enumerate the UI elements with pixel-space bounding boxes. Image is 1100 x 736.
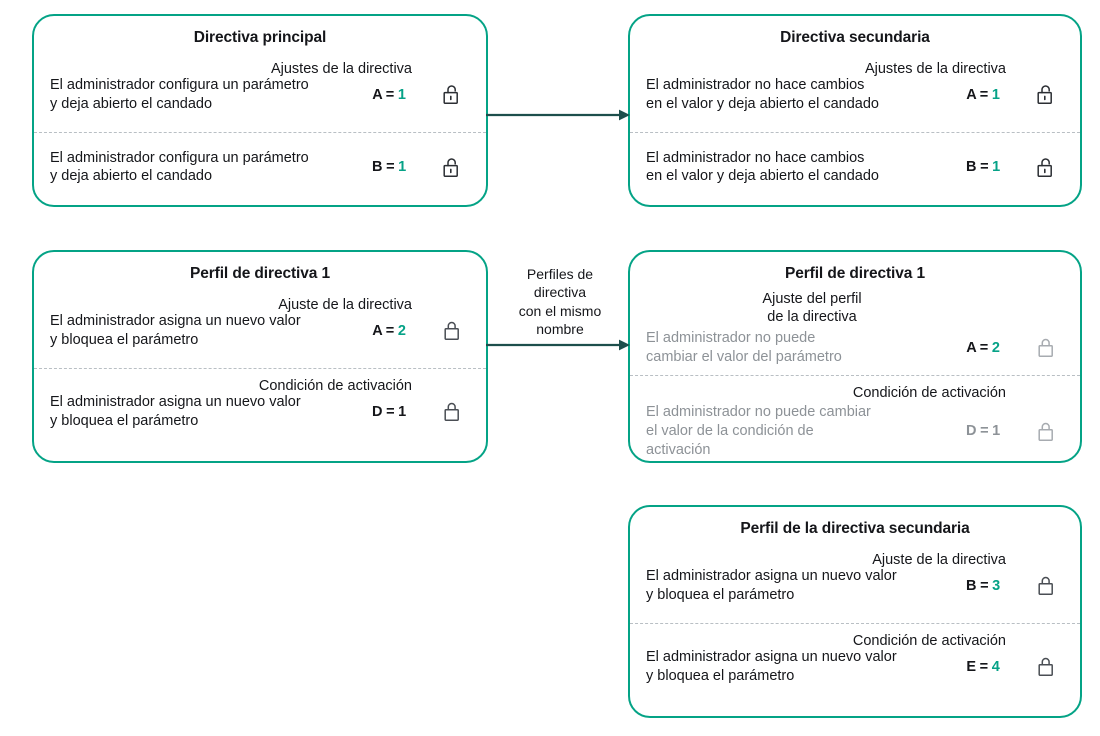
value-number: 1 [992, 423, 1001, 440]
lock-open-icon [1026, 84, 1066, 105]
row-value: B = 3 [940, 578, 1026, 594]
row-description: El administrador no hace cambios en el v… [646, 77, 879, 112]
card-policy-profile-1-left: Perfil de directiva 1 Ajuste de la direc… [32, 250, 488, 463]
lock-closed-icon [1026, 337, 1066, 358]
row-header: Ajustes de la directiva [864, 60, 1006, 77]
value-key: A [372, 86, 382, 103]
row-value: E = 4 [940, 659, 1026, 675]
value-sep: = [381, 322, 398, 339]
table-row: Condición de activación El administrador… [630, 622, 1080, 714]
row-description: El administrador configura un parámetro … [50, 149, 309, 185]
card-rows: Ajuste de la directiva El administrador … [34, 296, 486, 459]
row-value: A = 1 [346, 87, 432, 103]
value-sep: = [975, 339, 992, 356]
card-rows: Ajustes de la directiva El administrador… [630, 60, 1080, 207]
row-value: A = 1 [940, 87, 1026, 103]
table-row: Condición de activación El administrador… [34, 367, 486, 459]
table-row: Ajustes de la directiva El administrador… [34, 60, 486, 132]
value-number: 2 [397, 322, 406, 339]
value-number: 1 [991, 86, 1000, 103]
row-header: Ajuste de la directiva [278, 296, 412, 313]
value-key: B [965, 577, 977, 594]
value-key: D [371, 403, 383, 420]
card-rows: Ajustes de la directiva El administrador… [34, 60, 486, 207]
card-rows: Ajuste de la directiva El administrador … [630, 551, 1080, 714]
row-description: El administrador no hace cambios en el v… [646, 149, 879, 185]
arrow-profile-to-profile [486, 338, 632, 352]
row-value: B = 1 [346, 159, 432, 175]
row-value: A = 2 [940, 340, 1026, 356]
card-title: Directiva principal [193, 29, 327, 46]
value-number: 2 [991, 339, 1000, 356]
table-row: El administrador configura un parámetro … [34, 131, 486, 207]
value-sep: = [975, 86, 992, 103]
value-sep: = [381, 86, 398, 103]
row-description: El administrador asigna un nuevo valor y… [50, 394, 301, 429]
value-sep: = [976, 159, 993, 176]
row-header: Ajuste de la directiva [872, 551, 1006, 568]
lock-open-icon [432, 84, 472, 105]
row-description: El administrador no puede cambiar el val… [646, 404, 871, 458]
card-primary-policy: Directiva principal Ajustes de la direct… [32, 14, 488, 207]
card-secondary-policy: Directiva secundaria Ajustes de la direc… [628, 14, 1082, 207]
value-number: 1 [992, 159, 1001, 176]
value-number: 1 [398, 403, 407, 420]
row-description: El administrador asigna un nuevo valor y… [646, 649, 897, 684]
lock-closed-icon [1026, 656, 1066, 677]
lock-closed-icon [432, 320, 472, 341]
table-row: Ajuste del perfil de la directiva El adm… [630, 290, 1080, 375]
value-key: D [965, 423, 977, 440]
value-number: 1 [397, 86, 406, 103]
arrow-profile-to-profile-label: Perfiles de directiva con el mismo nombr… [518, 266, 602, 338]
row-header: Condición de activación [852, 384, 1006, 401]
row-header: Condición de activación [258, 377, 412, 394]
value-sep: = [976, 423, 993, 440]
table-row: Ajuste de la directiva El administrador … [34, 296, 486, 368]
value-key: B [965, 159, 977, 176]
row-header: Ajustes de la directiva [270, 60, 412, 77]
row-value: B = 1 [940, 159, 1026, 175]
value-sep: = [382, 159, 399, 176]
table-row: El administrador no hace cambios en el v… [630, 131, 1080, 207]
value-key: A [966, 339, 976, 356]
row-value: D = 1 [346, 404, 432, 420]
value-sep: = [382, 403, 399, 420]
value-number: 3 [992, 577, 1001, 594]
table-row: Ajuste de la directiva El administrador … [630, 551, 1080, 623]
value-number: 1 [398, 159, 407, 176]
value-key: B [371, 159, 383, 176]
row-description: El administrador no puede cambiar el val… [646, 329, 842, 365]
card-title: Perfil de directiva 1 [784, 265, 926, 282]
lock-open-icon [432, 157, 472, 178]
row-value: D = 1 [940, 423, 1026, 439]
arrow-policy-to-policy [486, 108, 632, 122]
lock-closed-icon [1026, 421, 1066, 442]
value-number: 4 [991, 658, 1000, 675]
lock-closed-icon [1026, 575, 1066, 596]
card-title: Perfil de directiva 1 [189, 265, 331, 282]
card-title: Perfil de la directiva secundaria [740, 520, 970, 537]
row-description: El administrador asigna un nuevo valor y… [646, 568, 897, 603]
row-description: El administrador configura un parámetro … [50, 77, 309, 112]
card-policy-profile-1-right: Perfil de directiva 1 Ajuste del perfil … [628, 250, 1082, 463]
row-header: Ajuste del perfil de la directiva [762, 290, 862, 326]
value-sep: = [975, 658, 992, 675]
row-value: A = 2 [346, 323, 432, 339]
value-key: E [966, 658, 976, 675]
table-row: Ajustes de la directiva El administrador… [630, 60, 1080, 132]
card-rows: Ajuste del perfil de la directiva El adm… [630, 290, 1080, 472]
row-description: El administrador asigna un nuevo valor y… [50, 313, 301, 348]
row-header: Condición de activación [852, 632, 1006, 649]
lock-closed-icon [432, 401, 472, 422]
value-key: A [966, 86, 976, 103]
value-sep: = [976, 577, 993, 594]
value-key: A [372, 322, 382, 339]
table-row: Condición de activación El administrador… [630, 374, 1080, 472]
card-secondary-policy-profile: Perfil de la directiva secundaria Ajuste… [628, 505, 1082, 718]
lock-open-icon [1026, 157, 1066, 178]
card-title: Directiva secundaria [780, 29, 930, 46]
